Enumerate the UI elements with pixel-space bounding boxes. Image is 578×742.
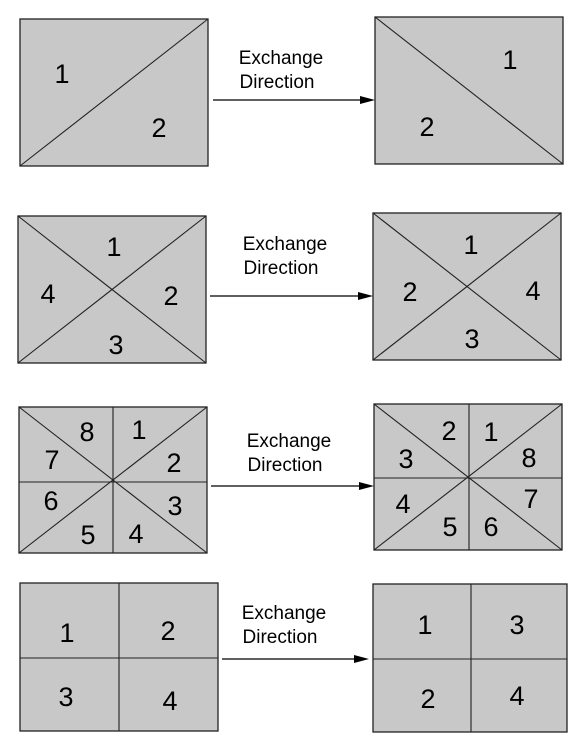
arrow-label-line-1: Exchange	[243, 234, 328, 255]
region-label: 1	[417, 610, 432, 640]
row-3-after-panel: 2 1 3 8 4 7 5 6	[373, 403, 563, 551]
arrow-label-line-2: Direction	[240, 72, 315, 93]
diagonal-line	[372, 212, 562, 361]
region-label: 2	[441, 416, 456, 446]
row-2: 1 2 3 4 Exchange Direction 1 4 3 2	[17, 212, 562, 364]
region-label: 4	[40, 279, 55, 309]
region-label: 3	[58, 682, 73, 712]
region-label: 1	[483, 417, 498, 447]
row-3: 8 1 7 2 6 3 5 4 Exchange Direction 2 1 3…	[18, 403, 563, 554]
diagonal-line	[373, 403, 563, 551]
panel-rect	[372, 583, 568, 733]
row-3-before-panel: 8 1 7 2 6 3 5 4	[18, 406, 208, 554]
arrow-label-line-1: Exchange	[247, 431, 332, 452]
diagonal-line	[17, 215, 207, 364]
region-label: 5	[442, 512, 457, 542]
row-1-arrow: Exchange Direction	[213, 48, 375, 104]
region-label: 2	[166, 448, 181, 478]
row-4-arrow: Exchange Direction	[222, 603, 369, 663]
arrow-label-line-2: Direction	[248, 455, 323, 476]
divider-line	[19, 18, 209, 167]
row-4-after-panel: 1 3 2 4	[372, 583, 568, 733]
row-1-after-panel: 1 2	[374, 16, 564, 165]
region-label: 5	[80, 520, 95, 550]
region-label: 7	[523, 484, 538, 514]
region-label: 6	[483, 512, 498, 542]
region-label: 8	[79, 417, 94, 447]
region-label: 2	[402, 277, 417, 307]
region-label: 2	[419, 112, 434, 142]
arrow-label-line-1: Exchange	[242, 603, 327, 624]
region-label: 3	[464, 324, 479, 354]
arrow-label-line-2: Direction	[243, 627, 318, 648]
region-label: 2	[163, 281, 178, 311]
region-label: 2	[151, 113, 166, 143]
region-label: 1	[502, 45, 517, 75]
region-label: 3	[398, 444, 413, 474]
row-2-before-panel: 1 2 3 4	[17, 215, 207, 364]
arrow-head-icon	[354, 655, 369, 663]
arrow-label-line-1: Exchange	[239, 48, 324, 69]
region-label: 1	[54, 59, 69, 89]
region-label: 4	[128, 519, 143, 549]
arrow-head-icon	[360, 96, 375, 104]
region-label: 2	[160, 616, 175, 646]
region-label: 7	[44, 445, 59, 475]
region-label: 3	[108, 330, 123, 360]
row-2-after-panel: 1 4 3 2	[372, 212, 562, 361]
row-4-before-panel: 1 2 3 4	[19, 582, 219, 732]
region-label: 4	[162, 686, 177, 716]
region-label: 4	[525, 276, 540, 306]
row-1: 1 2 Exchange Direction 1 2	[19, 16, 564, 167]
row-3-arrow: Exchange Direction	[211, 431, 374, 490]
region-label: 1	[59, 618, 74, 648]
region-label: 1	[106, 232, 121, 262]
region-label: 2	[420, 684, 435, 714]
region-label: 3	[509, 610, 524, 640]
region-label: 8	[521, 443, 536, 473]
region-label: 4	[395, 489, 410, 519]
region-label: 6	[43, 486, 58, 516]
divider-line	[374, 16, 564, 165]
region-label: 4	[509, 681, 524, 711]
arrow-head-icon	[359, 482, 374, 490]
region-label: 1	[131, 415, 146, 445]
row-2-arrow: Exchange Direction	[210, 234, 373, 300]
region-label: 3	[167, 491, 182, 521]
row-1-before-panel: 1 2	[19, 18, 209, 167]
arrow-head-icon	[358, 292, 373, 300]
row-4: 1 2 3 4 Exchange Direction 1 3 2 4	[19, 582, 568, 733]
arrow-label-line-2: Direction	[244, 258, 319, 279]
region-label: 1	[463, 230, 478, 260]
